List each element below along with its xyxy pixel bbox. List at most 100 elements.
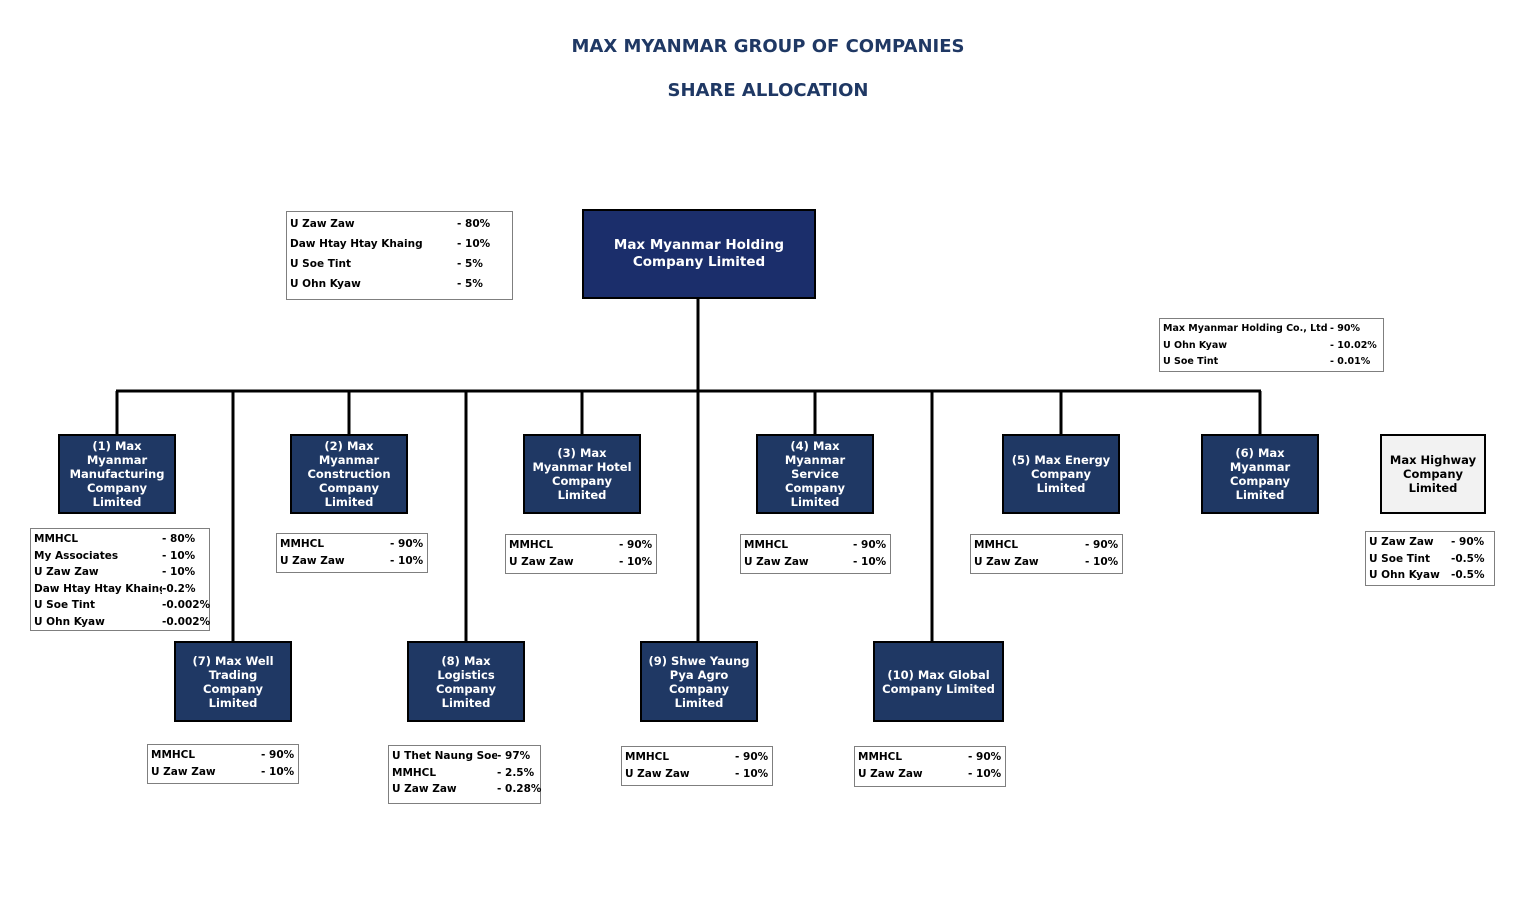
holding-company-box[interactable]: Max Myanmar Holding Company Limited: [582, 209, 816, 299]
shareholder-table-5: MMHCL- 90% U Zaw Zaw- 10%: [970, 534, 1123, 574]
shareholder-table-3: MMHCL - 90% U Zaw Zaw- 10%: [505, 534, 657, 574]
shareholder-pct: -0.5%: [1451, 569, 1485, 581]
shareholder-pct: - 80%: [162, 533, 196, 545]
shareholder-pct: - 10%: [390, 554, 424, 567]
shareholder-row: MMHCL - 80%: [34, 531, 206, 548]
shareholder-row: U Zaw Zaw - 10%: [34, 564, 206, 581]
company-box-4[interactable]: (4) Max Myanmar Service Company Limited: [756, 434, 874, 514]
shareholder-pct: - 10%: [457, 238, 491, 250]
shareholder-name: MMHCL: [744, 539, 789, 551]
shareholder-name: MMHCL: [858, 751, 903, 763]
shareholder-name: MMHCL: [625, 751, 670, 763]
shareholder-name: U Zaw Zaw: [280, 554, 345, 567]
shareholder-row: U Zaw Zaw - 10%: [974, 554, 1119, 571]
shareholder-name: MMHCL: [280, 538, 325, 550]
shareholder-pct: - 10%: [162, 549, 196, 562]
shareholder-table-9: MMHCL - 90% U Zaw Zaw- 10%: [621, 746, 773, 786]
shareholder-name: U Zaw Zaw: [151, 765, 216, 778]
shareholder-row: U Ohn Kyaw -0.5%: [1369, 567, 1491, 584]
shareholder-row: U Zaw Zaw- 10%: [858, 766, 1002, 783]
shareholder-name: U Soe Tint: [34, 599, 95, 611]
shareholder-name: U Zaw Zaw: [290, 218, 355, 230]
shareholder-name: MMHCL: [34, 533, 79, 545]
shareholder-table-7: MMHCL - 90% U Zaw Zaw- 10%: [147, 744, 299, 784]
shareholder-name: MMHCL: [509, 539, 554, 551]
company-box-5[interactable]: (5) Max Energy Company Limited: [1002, 434, 1120, 514]
company-box-6[interactable]: (6) Max Myanmar Company Limited: [1201, 434, 1319, 514]
shareholder-row: MMHCL- 90%: [744, 537, 887, 554]
shareholder-pct: - 80%: [457, 218, 491, 230]
shareholder-name: MMHCL: [392, 766, 437, 779]
shareholder-row: U Soe Tint- 5%: [290, 254, 509, 274]
shareholder-table-6: Max Myanmar Holding Co., Ltd- 90% U Ohn …: [1159, 318, 1384, 372]
shareholder-pct: - 10%: [735, 767, 769, 780]
shareholder-row: U Zaw Zaw- 10%: [151, 764, 295, 781]
shareholder-name: U Zaw Zaw: [858, 767, 923, 780]
shareholder-pct: - 10.02%: [1330, 339, 1377, 351]
shareholder-pct: - 90%: [261, 749, 295, 761]
company-box-7[interactable]: (7) Max Well Trading Company Limited: [174, 641, 292, 722]
shareholder-row: MMHCL - 90%: [280, 536, 424, 553]
company-box-max-highway[interactable]: Max Highway Company Limited: [1380, 434, 1486, 514]
shareholder-row: U Zaw Zaw- 0.28%: [392, 781, 542, 798]
shareholder-pct: - 10%: [162, 566, 196, 578]
shareholder-pct: - 2.5%: [497, 766, 535, 779]
company-box-10[interactable]: (10) Max Global Company Limited: [873, 641, 1004, 722]
company-box-9[interactable]: (9) Shwe Yaung Pya Agro Company Limited: [640, 641, 758, 722]
shareholder-table-1: MMHCL - 80% My Associates - 10% U Zaw Zaw -…: [30, 528, 210, 631]
shareholder-name: U Ohn Kyaw: [1369, 569, 1440, 581]
shareholder-pct: - 0.28%: [497, 783, 542, 795]
shareholder-name: U Ohn Kyaw: [34, 615, 105, 628]
shareholder-name: U Soe Tint: [1369, 552, 1430, 565]
holding-shareholder-table: U Zaw Zaw - 80% Daw Htay Htay Khaing- 10%…: [286, 211, 513, 300]
shareholder-row: U Ohn Kyaw- 10.02%: [1163, 338, 1380, 355]
shareholder-row: Daw Htay Htay Khaing-0.2%: [34, 581, 206, 598]
company-box-2[interactable]: (2) Max Myanmar Construction Company Lim…: [290, 434, 408, 514]
shareholder-pct: - 10%: [853, 555, 887, 568]
shareholder-table-2: MMHCL - 90% U Zaw Zaw - 10%: [276, 533, 428, 573]
shareholder-name: U Soe Tint: [290, 258, 351, 270]
page-subtitle: SHARE ALLOCATION: [667, 80, 869, 101]
shareholder-pct: - 90%: [619, 539, 653, 551]
company-box-8[interactable]: (8) Max Logistics Company Limited: [407, 641, 525, 722]
shareholder-name: U Zaw Zaw: [1369, 536, 1434, 548]
shareholder-row: U Zaw Zaw- 10%: [625, 766, 769, 783]
shareholder-pct: - 90%: [735, 751, 769, 763]
shareholder-row: Daw Htay Htay Khaing- 10%: [290, 234, 509, 254]
shareholder-row: U Zaw Zaw- 10%: [509, 554, 653, 571]
shareholder-name: U Thet Naung Soe: [392, 750, 497, 762]
shareholder-pct: -0.5%: [1451, 552, 1485, 565]
shareholder-row: U Ohn Kyaw - 5%: [290, 274, 509, 294]
shareholder-row: U Soe Tint- 0.01%: [1163, 354, 1380, 371]
shareholder-name: U Zaw Zaw: [744, 555, 809, 568]
shareholder-pct: -0.002%: [162, 615, 211, 628]
shareholder-name: Max Myanmar Holding Co., Ltd: [1163, 323, 1328, 334]
shareholder-pct: - 10%: [1085, 555, 1119, 568]
shareholder-pct: - 5%: [457, 278, 483, 290]
shareholder-pct: - 90%: [968, 751, 1002, 763]
shareholder-pct: - 90%: [390, 538, 424, 550]
shareholder-row: U Thet Naung Soe- 97%: [392, 748, 537, 765]
shareholder-pct: -0.2%: [162, 582, 196, 595]
company-box-1[interactable]: (1) Max Myanmar Manufacturing Company Li…: [58, 434, 176, 514]
shareholder-name: U Zaw Zaw: [974, 555, 1039, 568]
shareholder-row: U Soe Tint -0.002%: [34, 597, 211, 614]
company-box-3[interactable]: (3) Max Myanmar Hotel Company Limited: [523, 434, 641, 514]
shareholder-pct: - 0.01%: [1330, 356, 1371, 367]
shareholder-name: U Zaw Zaw: [509, 555, 574, 568]
shareholder-row: U Zaw Zaw - 90%: [1369, 534, 1491, 551]
shareholder-pct: - 90%: [1330, 323, 1360, 334]
shareholder-name: U Zaw Zaw: [34, 566, 99, 578]
shareholder-name: U Ohn Kyaw: [290, 278, 361, 290]
shareholder-name: MMHCL: [151, 749, 196, 761]
shareholder-row: MMHCL - 90%: [625, 749, 769, 766]
shareholder-name: My Associates: [34, 549, 119, 562]
shareholder-pct: -0.002%: [162, 599, 211, 611]
shareholder-table-10: MMHCL - 90% U Zaw Zaw- 10%: [854, 746, 1006, 787]
shareholder-pct: - 90%: [1451, 536, 1485, 548]
shareholder-row: U Zaw Zaw - 80%: [290, 214, 509, 234]
shareholder-row: MMHCL - 90%: [151, 747, 295, 764]
shareholder-row: U Ohn Kyaw -0.002%: [34, 614, 211, 631]
shareholder-row: MMHCL - 90%: [509, 537, 653, 554]
